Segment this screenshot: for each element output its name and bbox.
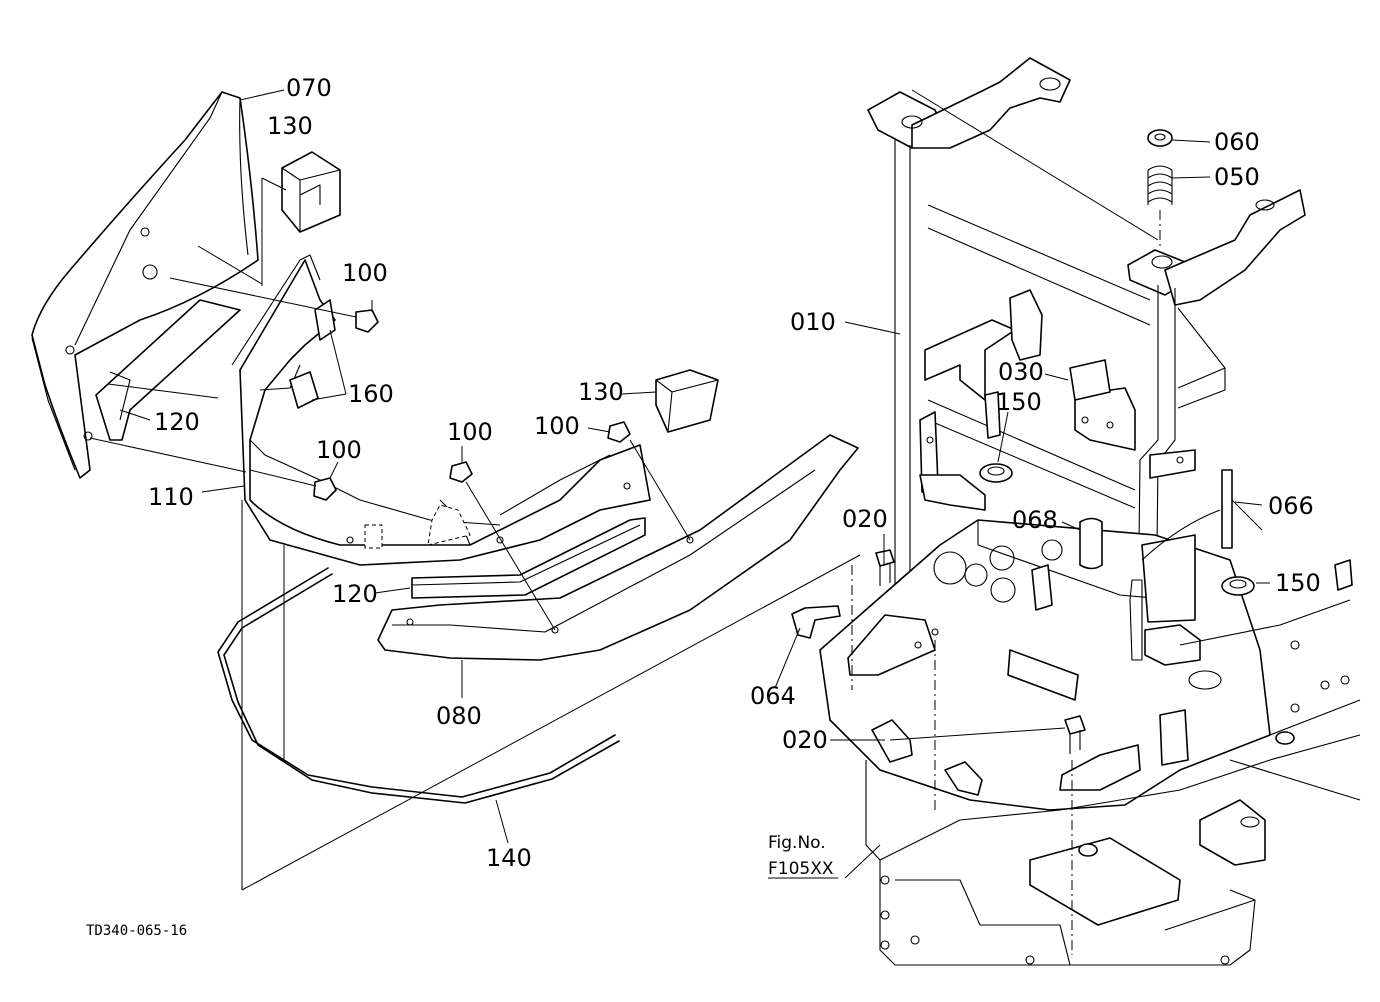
callout-100-right: 100: [534, 412, 580, 440]
front-frame-110: [231, 254, 651, 566]
callout-120-center: 120: [332, 580, 378, 608]
callout-010: 010: [790, 308, 836, 336]
spring-050: [1147, 165, 1173, 205]
callout-020-top: 020: [842, 505, 888, 533]
rod-066: [1129, 469, 1233, 661]
guard-rod-140: [217, 567, 620, 804]
callout-160: 160: [348, 380, 394, 408]
callout-150-upper: 150: [996, 388, 1042, 416]
callout-020-bottom: 020: [782, 726, 828, 754]
callout-068: 068: [1012, 506, 1058, 534]
callout-030: 030: [998, 358, 1044, 386]
callout-064: 064: [750, 682, 796, 710]
left-leader-lines: [89, 89, 861, 891]
callout-120-left: 120: [154, 408, 200, 436]
rubber-block-130-right: [655, 369, 719, 433]
chassis-frame: [865, 559, 1361, 966]
drawing-id: TD340-065-16: [86, 923, 187, 939]
grommet-150-lower: [1221, 576, 1255, 596]
callout-100-left: 100: [316, 436, 362, 464]
side-panel-070: [31, 91, 259, 479]
mount-frame-010: [867, 57, 1306, 763]
base-bracket-front: [847, 614, 1141, 796]
sleeve-068: [1079, 517, 1103, 570]
callout-110: 110: [148, 483, 194, 511]
nut-100-c: [449, 461, 473, 483]
callout-070: 070: [286, 74, 332, 102]
clip-030: [1009, 289, 1111, 401]
callout-100-center: 100: [447, 418, 493, 446]
callout-060: 060: [1214, 128, 1260, 156]
callout-100-top: 100: [342, 259, 388, 287]
nut-100-b: [313, 477, 337, 501]
clip-160: [289, 299, 336, 409]
bolt-020-top: [875, 549, 895, 586]
nut-100-d: [607, 421, 631, 443]
callout-130-right: 130: [578, 378, 624, 406]
callout-066: 066: [1268, 492, 1314, 520]
cushion-pad-120-left: [95, 299, 241, 441]
rubber-block-130-left: [281, 151, 341, 233]
nut-100-a: [355, 309, 379, 333]
figure-reference: Fig.No. F105XX: [768, 833, 838, 879]
callout-130-left: 130: [267, 112, 313, 140]
figure-reference-code: F105XX: [768, 859, 834, 879]
right-leader-lines: [774, 89, 1270, 955]
bolt-020-bottom: [1064, 715, 1086, 754]
figure-reference-label: Fig.No.: [768, 833, 826, 853]
callout-140: 140: [486, 844, 532, 872]
callout-050: 050: [1214, 163, 1260, 191]
grommet-150-upper: [979, 463, 1013, 483]
front-cover-080: [377, 434, 859, 661]
callout-080: 080: [436, 702, 482, 730]
plate-064: [791, 605, 841, 639]
cushion-pad-120-center: [411, 517, 646, 599]
cap-060: [1147, 129, 1173, 147]
callout-150-lower: 150: [1275, 569, 1321, 597]
